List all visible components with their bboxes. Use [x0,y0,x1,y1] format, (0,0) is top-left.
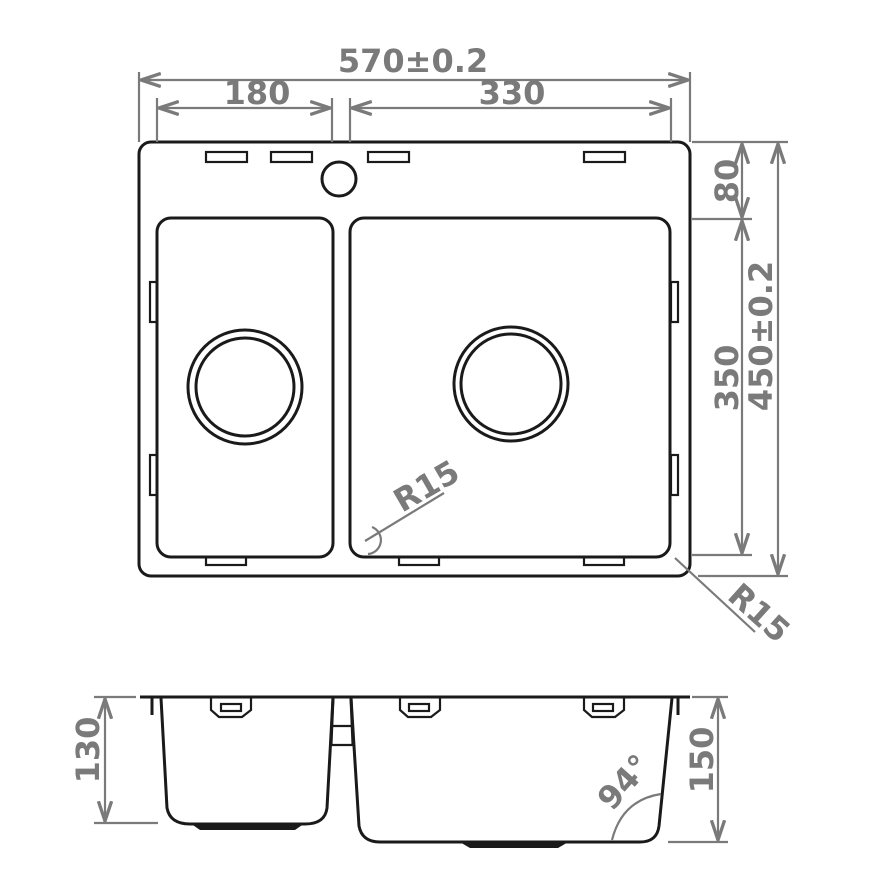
side-clip-3 [582,698,626,719]
clip-top-3 [366,150,411,164]
sink-rim-outline [137,140,692,578]
radius-label-outer: R15 [721,576,798,651]
clip-top-1 [204,150,249,164]
clip-top-2 [269,150,314,164]
clip-left-2 [148,453,159,497]
radius-leader-inner [364,492,445,542]
angle-label: 94° [590,747,659,817]
dim-right-bowl-width-label: 330 [479,74,546,112]
side-clip-2 [398,698,442,719]
side-clip-3-slot [591,702,615,713]
side-left-drain [190,823,305,830]
clip-left-1 [148,280,159,324]
dim-left-depth-label: 130 [69,717,107,784]
clip-right-1 [669,280,680,324]
dim-back-ledge-label: 80 [708,159,746,204]
dim-right-depth-label: 150 [683,727,721,794]
top-view: 570±0.2 180 330 80 350 450±0.2 R15 R15 [137,42,798,651]
dim-left-bowl-width-label: 180 [224,74,291,112]
side-clip-2-slot [407,702,431,713]
tap-hole [320,160,358,198]
radius-label-inner: R15 [387,452,466,519]
left-drain-outer [186,328,304,446]
radius-leader-outer [674,557,756,633]
side-clip-1 [209,698,253,719]
dim-overall-width-label: 570±0.2 [338,42,488,80]
clip-bottom-1 [204,555,248,567]
clip-bottom-3 [582,555,626,567]
right-bowl-outline [348,216,672,559]
right-drain-outer [452,325,570,443]
side-connector-walls [329,697,355,746]
side-view: 130 150 94° [69,695,728,848]
angle-arc [610,792,662,841]
left-bowl-outline [155,216,335,559]
clip-bottom-2 [397,555,441,567]
side-right-drain [458,841,570,848]
dim-bowl-length-label: 350 [708,345,746,412]
clip-top-4 [582,150,627,164]
right-drain-inner [459,332,563,436]
side-left-bowl [159,697,335,826]
dim-overall-depth-label: 450±0.2 [742,261,780,411]
left-drain-inner [194,336,296,438]
clip-right-2 [669,453,680,497]
side-clip-1-slot [219,702,243,713]
radius-arc-inner [367,525,382,556]
